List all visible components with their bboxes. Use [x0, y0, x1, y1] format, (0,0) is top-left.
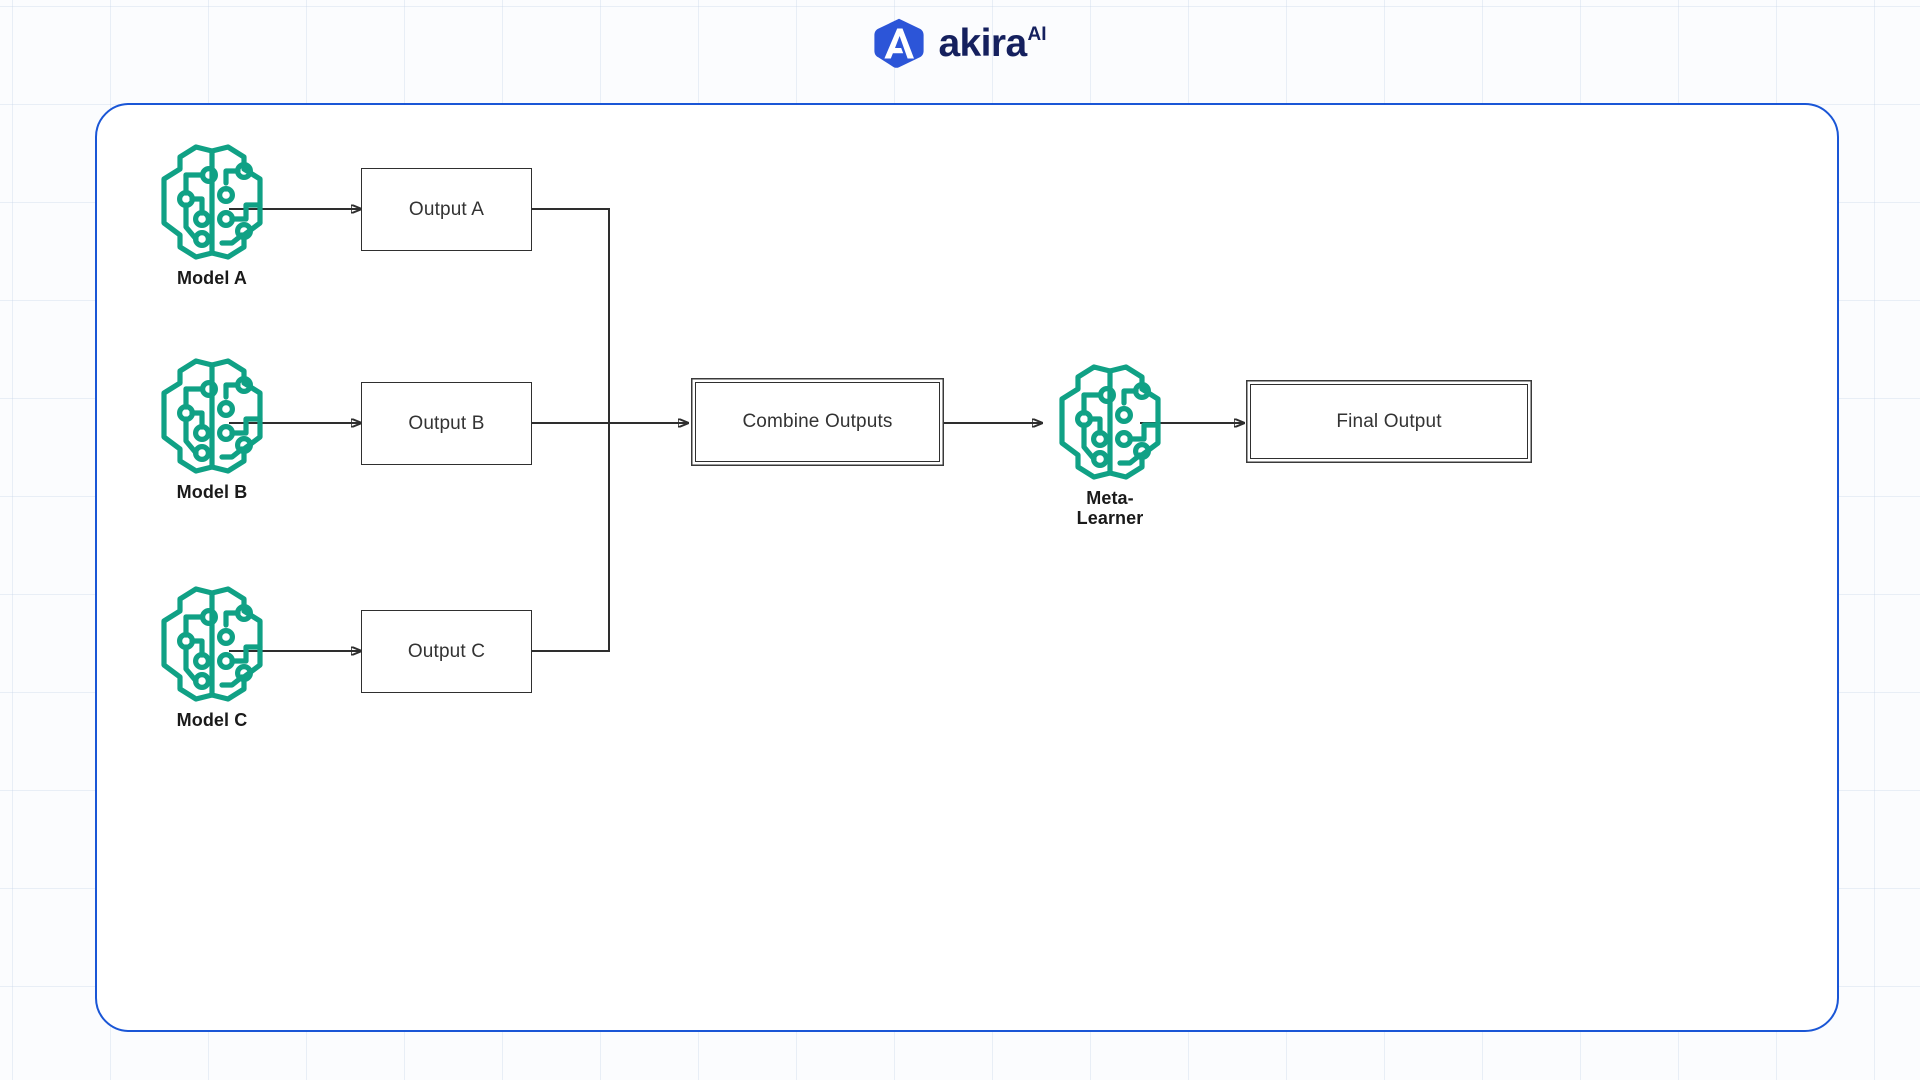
box-label-output-a: Output A: [408, 198, 485, 220]
box-final-output[interactable]: Final Output: [1250, 384, 1528, 459]
brain-circuit-icon: [161, 144, 263, 260]
node-model-b[interactable]: Model B: [137, 357, 287, 502]
box-label-output-b: Output B: [408, 412, 485, 434]
box-combine-outputs[interactable]: Combine Outputs: [695, 382, 940, 462]
brand-wordmark: akira AI: [938, 24, 1046, 63]
node-model-a[interactable]: Model A: [137, 143, 287, 288]
node-meta-learner[interactable]: Meta- Learner: [1035, 363, 1185, 529]
brain-circuit-icon: [161, 358, 263, 474]
brain-circuit-icon: [1059, 364, 1161, 480]
node-label-meta-learner-line2: Learner: [1076, 508, 1144, 529]
brand-header: akira AI: [0, 14, 1920, 72]
node-model-c[interactable]: Model C: [137, 585, 287, 730]
edge-output-a-to-combine: [532, 208, 610, 423]
node-label-meta-learner: Meta- Learner: [1077, 488, 1144, 529]
node-label-model-b: Model B: [176, 482, 248, 502]
box-label-combine-outputs: Combine Outputs: [742, 411, 893, 432]
connector-layer: [229, 105, 1837, 1030]
brain-circuit-icon: [161, 586, 263, 702]
edge-output-c-to-combine: [532, 423, 610, 652]
box-label-final-output: Final Output: [1336, 410, 1442, 432]
box-label-output-c: Output C: [407, 640, 486, 662]
box-output-a[interactable]: Output A: [361, 168, 532, 251]
akira-shield-logo-icon: [874, 18, 925, 68]
node-label-model-a: Model A: [176, 268, 248, 288]
diagram-canvas: Model A: [97, 105, 1837, 1030]
box-output-c[interactable]: Output C: [361, 610, 532, 693]
wordmark-superscript: AI: [1027, 23, 1047, 45]
node-label-model-c: Model C: [176, 710, 248, 730]
wordmark-text: akira: [938, 21, 1027, 65]
box-output-b[interactable]: Output B: [361, 382, 532, 465]
node-label-meta-learner-line1: Meta-: [1086, 488, 1134, 508]
diagram-card: Model A: [95, 103, 1839, 1032]
